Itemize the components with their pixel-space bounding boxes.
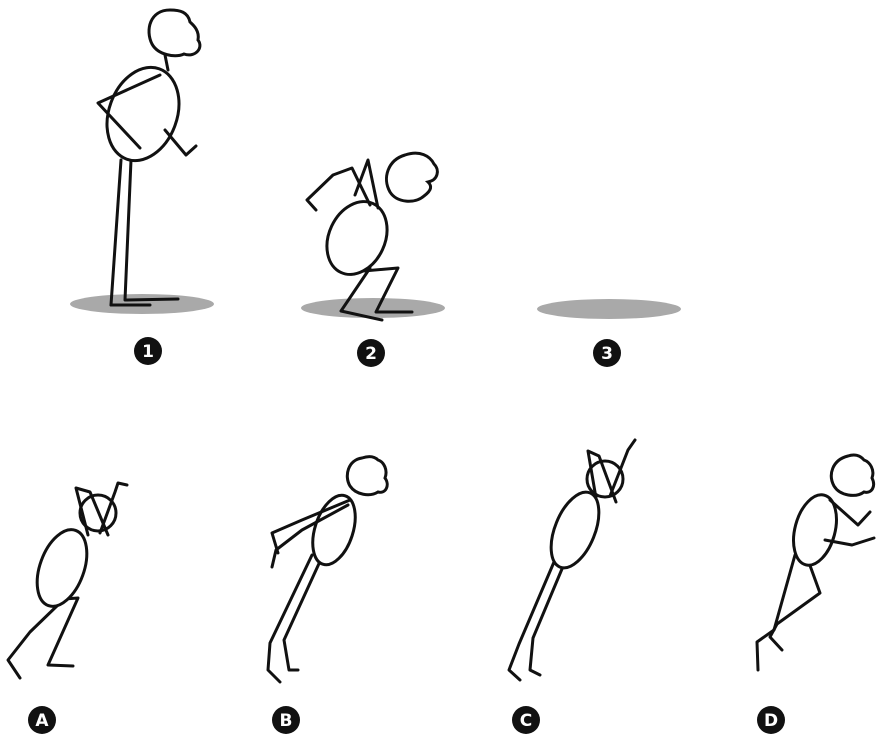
- neck: [165, 55, 168, 70]
- badge-label: D: [764, 711, 778, 731]
- badge-label: C: [520, 711, 532, 731]
- legs: [111, 160, 178, 305]
- badge-frame-2: 2: [357, 339, 385, 367]
- leg-back: [268, 555, 312, 682]
- option-d-figure: [757, 455, 874, 670]
- option-b-figure: [268, 457, 387, 682]
- frame-3-empty: [537, 299, 681, 319]
- ground-shadow: [301, 298, 445, 318]
- badge-frame-1: 1: [134, 337, 162, 365]
- leg-back: [509, 555, 557, 680]
- option-a-figure: [8, 483, 127, 678]
- badge-option-b: B: [272, 706, 300, 734]
- badge-option-d: D: [757, 706, 785, 734]
- badge-frame-3: 3: [593, 339, 621, 367]
- head: [347, 457, 387, 495]
- torso: [305, 490, 363, 570]
- option-c-figure: [509, 440, 635, 680]
- badge-label: 1: [142, 342, 154, 362]
- head: [831, 455, 873, 495]
- torso: [541, 485, 608, 574]
- head: [386, 153, 437, 201]
- badge-label: A: [35, 711, 49, 731]
- badge-option-c: C: [512, 706, 540, 734]
- badge-option-a: A: [28, 706, 56, 734]
- ground-shadow: [537, 299, 681, 319]
- badge-label: B: [280, 711, 293, 731]
- leg-back: [757, 555, 795, 670]
- head: [149, 10, 200, 56]
- frame-1-standing-figure: [70, 10, 214, 314]
- frame-2-crouching-figure: [301, 153, 445, 320]
- leg-front: [770, 560, 820, 650]
- badge-label: 3: [601, 344, 613, 364]
- torso: [28, 523, 97, 613]
- badge-label: 2: [365, 344, 377, 364]
